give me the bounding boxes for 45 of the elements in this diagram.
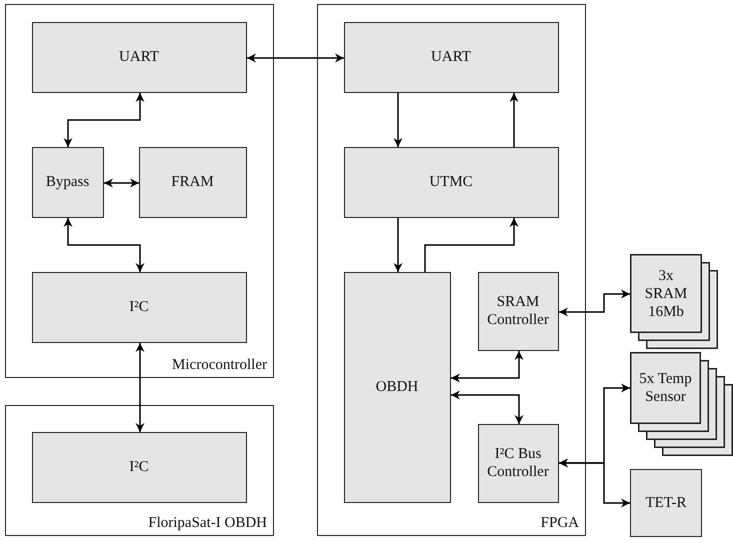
block-box: [344, 272, 450, 502]
block-label: UART: [431, 48, 471, 66]
block-box: [344, 22, 558, 92]
connector-arrow: [247, 54, 344, 62]
connector-arrow: [104, 178, 139, 188]
block-label: 3x SRAM 16Mb: [644, 266, 688, 322]
block-box: [138, 146, 246, 218]
connector-arrow: [451, 390, 524, 424]
connector-arrow: [559, 458, 630, 508]
block-box: [32, 272, 246, 342]
block-box: [344, 146, 558, 218]
connector-arrow: [510, 93, 518, 147]
connector-arrow: [136, 343, 144, 432]
connector-arrow: [64, 93, 144, 147]
connector-arrow: [64, 218, 144, 272]
block-label: UTMC: [429, 173, 473, 191]
connector-arrow: [424, 218, 518, 272]
component-stack: [630, 254, 718, 349]
block-label: TET-R: [645, 494, 687, 512]
component-frame: [317, 4, 586, 536]
block-label: OBDH: [376, 378, 418, 396]
block-label: FRAM: [171, 173, 214, 191]
connector-arrow: [559, 290, 630, 316]
block-label: I²C: [129, 458, 149, 476]
block-label: I²C: [129, 298, 149, 316]
block-box: [32, 22, 246, 92]
connector-arrow: [394, 93, 402, 147]
block-box: [478, 424, 558, 502]
frame-label: Microcontroller: [172, 357, 267, 374]
block-label: UART: [119, 48, 159, 66]
connector-arrow: [451, 351, 524, 382]
frame-label: FloripaSat-I OBDH: [148, 515, 267, 532]
component-stack: [630, 352, 733, 456]
block-label: Bypass: [46, 173, 90, 191]
block-box: [478, 272, 558, 350]
block-label: SRAM Controller: [486, 293, 550, 329]
block-box: [32, 432, 246, 502]
connector-arrow: [394, 218, 402, 272]
component-frame: [5, 4, 274, 378]
block-label: 5x Temp Sensor: [638, 370, 693, 407]
frame-label: FPGA: [540, 515, 579, 532]
component-frame: [5, 405, 274, 536]
block-box: [630, 469, 702, 537]
block-box: [32, 146, 104, 218]
block-label: I²C Bus Controller: [486, 445, 550, 481]
